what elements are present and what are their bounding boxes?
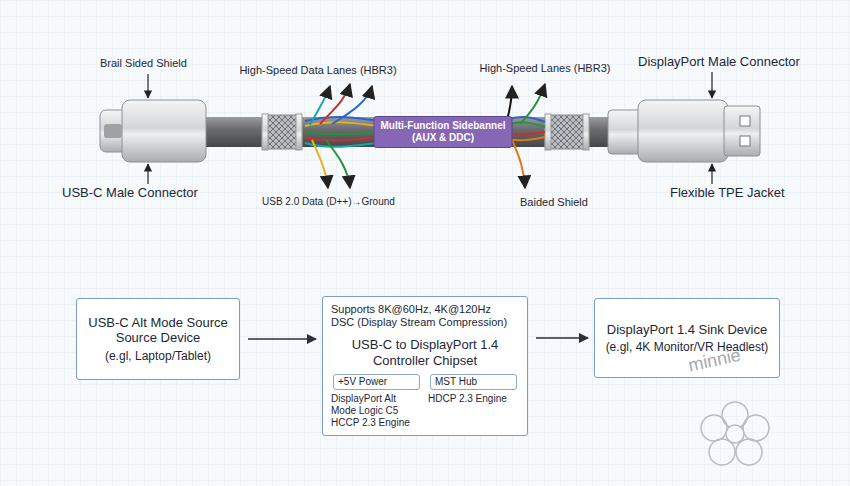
wire-fan [312,140,328,188]
leader-lines [711,72,712,98]
wire-fan [310,86,330,125]
dp-strain-relief [608,110,642,154]
node-heading: DisplayPort 1.4 Sink Device [603,322,771,338]
node-text: (e.gl, Laptop/Tablet) [85,349,231,363]
node-text: DisplayPort Alt Mode Logic C5 [331,393,422,417]
braided-shield [262,115,302,149]
part-label: High-Speed Lanes (HBR3) [480,62,611,75]
leader-lines [147,74,148,98]
braided-shield [545,115,589,149]
node-text: (e.gl, 4K Monitor/VR Headlest) [603,340,771,354]
process-box: DisplayPort 1.4 Sink Device (e.gl, 4K Mon… [594,298,780,378]
leader-lines [711,164,712,184]
collar [262,114,268,150]
node-heading: Supports 8K@60Hz, 4K@120Hz [331,303,519,316]
sub-block: MST Hub [430,374,517,390]
part-label: Baided Shield [520,196,588,209]
sideband-band: Multi-Function Sidebannel(AUX & DDC) [374,116,513,148]
part-label: USB-C Male Connector [62,186,198,201]
watermark-flower [701,415,727,441]
part-label: High-Speed Data Lanes (HBR3) [239,64,396,77]
watermark-flower [743,415,769,441]
dp-contact [740,116,750,126]
node-heading: Multi-Function Sidebannel [381,120,506,132]
wire-fan [305,84,545,188]
collar [545,114,551,150]
node-text: USB-C to DisplayPort 1.4 Controller Chip… [331,337,519,368]
wire-fan [512,140,525,188]
node-text: HDCP 2.3 Engine [428,393,519,417]
wire-fan [326,140,350,188]
process-box: Supports 8K@60Hz, 4K@120HzDSC (Display S… [322,296,528,436]
sub-block: +5V Power [333,374,420,390]
node-text: (AUX & DDC) [381,132,506,144]
node-text: DSC (Display Stream Compression) [331,316,519,329]
part-label: Flexible TPE Jacket [670,186,785,201]
collar [296,114,302,150]
watermark-flower [726,425,744,443]
wire-fan [332,86,372,124]
dp-plug [724,106,760,156]
wire-fan [520,84,545,124]
dp-connector-body [638,100,728,162]
wire-fan [320,84,350,124]
part-label: DisplayPort Male Connector [638,55,800,70]
leader-lines [147,164,148,184]
node-heading: MST Hub [435,376,512,388]
leader-lines [148,72,712,184]
watermark-flower [701,402,769,465]
node-text: HCCP 2.3 Engine [331,417,422,429]
collar [583,114,589,150]
dp-contact [740,136,750,146]
part-label: Brail Sided Shield [100,57,187,70]
node-heading: +5V Power [338,376,415,388]
part-label: USB 2.0 Data (D++)→Ground [262,196,395,208]
usb-c-connector-body [122,100,206,162]
watermark-flower [736,439,762,465]
flow-arrow [536,337,588,338]
node-heading: USB-C Alt Mode Source Source Device [85,315,231,346]
usb-c-opening [104,124,122,138]
flow-arrow [248,338,316,339]
process-box: USB-C Alt Mode Source Source Device (e.gl… [76,298,240,380]
